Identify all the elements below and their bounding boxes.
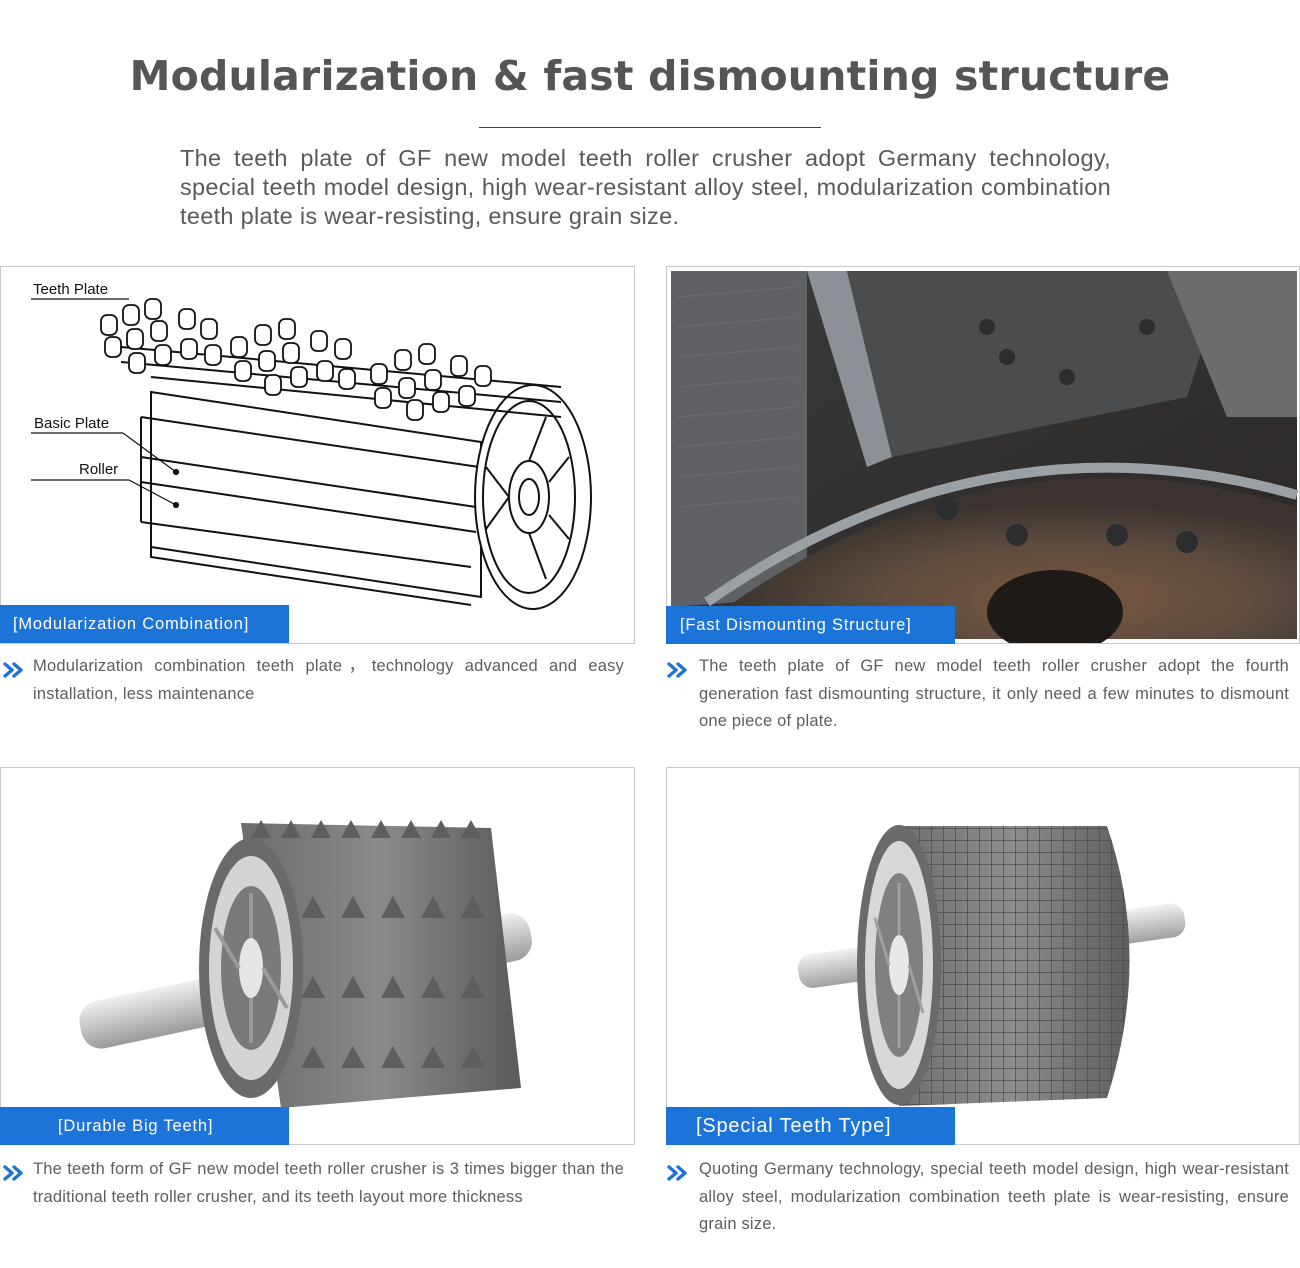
diagram-label-teeth-plate: Teeth Plate [33, 281, 108, 298]
roller-diagram: Teeth Plate Basic Plate Roller [31, 281, 592, 610]
tag-durable-big-teeth: [Durable Big Teeth] [0, 1107, 289, 1145]
intro-paragraph: The teeth plate of GF new model teeth ro… [180, 145, 1111, 229]
description-durable-big-teeth: The teeth form of GF new model teeth rol… [33, 1160, 624, 1206]
special-teeth-type-panel [666, 767, 1300, 1145]
modularization-diagram-panel: Teeth Plate Basic Plate Roller [0, 266, 635, 644]
double-chevron-right-icon [3, 662, 23, 678]
diagram-label-roller: Roller [79, 461, 118, 478]
big-teeth-roller-image [79, 820, 532, 1108]
special-teeth-roller-image [797, 825, 1186, 1106]
tag-special-teeth-type: [Special Teeth Type] [666, 1107, 955, 1145]
title-divider [479, 127, 821, 128]
double-chevron-right-icon [3, 1165, 23, 1181]
double-chevron-right-icon [667, 662, 687, 678]
description-special-teeth-type: Quoting Germany technology, special teet… [699, 1160, 1289, 1233]
double-chevron-right-icon [667, 1165, 687, 1181]
durable-big-teeth-panel [0, 767, 635, 1145]
fast-dismounting-photo-panel [666, 266, 1300, 644]
tag-modularization-combination: [Modularization Combination] [0, 605, 289, 643]
description-fast-dismounting-structure: The teeth plate of GF new model teeth ro… [699, 657, 1289, 730]
diagram-label-basic-plate: Basic Plate [34, 415, 109, 432]
tag-fast-dismounting-structure: [Fast Dismounting Structure] [666, 606, 955, 644]
description-modularization-combination: Modularization combination teeth plate，t… [33, 657, 624, 703]
dismounting-photo [671, 271, 1299, 643]
page-title: Modularization & fast dismounting struct… [129, 52, 1171, 100]
